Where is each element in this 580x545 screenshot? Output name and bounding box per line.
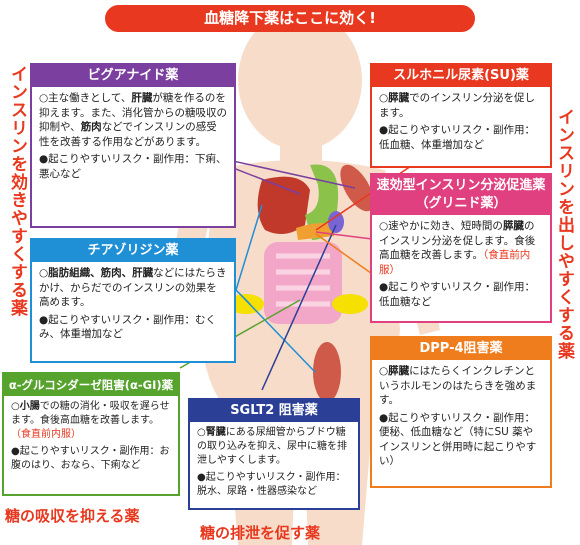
biguanide-risk: ●起こりやすいリスク・副作用：下痢、悪心など bbox=[39, 153, 227, 180]
agi-box: α-グルコシダーゼ阻害(α-GI)薬 ○小腸での糖の消化・吸収を遅らせます。食後… bbox=[2, 372, 180, 496]
bottom-label-absorption: 糖の吸収を抑える薬 bbox=[5, 507, 140, 525]
sglt2-title: SGLT2 阻害薬 bbox=[190, 400, 358, 422]
su-risk: ●起こりやすいリスク・副作用：低血糖、体重増加など bbox=[379, 124, 535, 151]
su-box: スルホニル尿素(SU)薬 ○膵臓でのインスリン分泌を促します。 ●起こりやすいリ… bbox=[370, 63, 552, 168]
side-label-left: インスリンを効きやすくする薬 bbox=[7, 65, 27, 317]
glinide-title: 速効型インスリン分泌促進薬（グリニド薬） bbox=[372, 175, 550, 215]
dpp4-box: DPP-4阻害薬 ○膵臓にはたらくインクレチンというホルモンのはたらきを強めます… bbox=[370, 336, 552, 488]
dpp4-risk: ●起こりやすいリスク・副作用：便秘、低血糖など（特にSU 薬やインスリンと併用時… bbox=[379, 411, 537, 468]
glinide-box: 速効型インスリン分泌促進薬（グリニド薬） ○速やかに効き、短時間の膵臓のインスリ… bbox=[370, 173, 552, 323]
biguanide-title: ビグアナイド薬 bbox=[32, 65, 234, 87]
liver-organ bbox=[257, 176, 310, 234]
agi-description: ○小腸での糖の消化・吸収を遅らせます。食後高血糖を改善します。（食直前内服） bbox=[11, 401, 170, 440]
thiazolidine-risk: ●起こりやすいリスク・副作用：むくみ、体重増加など bbox=[39, 313, 216, 341]
fat-tissue-right bbox=[332, 294, 368, 314]
thiazolidine-box: チアゾリジン薬 ○脂肪組織、筋肉、肝臓などにはたらきかけ、からだでのインスリンの… bbox=[30, 238, 236, 363]
title-banner: 血糖降下薬はここに効く! bbox=[105, 5, 475, 32]
biguanide-description: ○主な働きとして、肝臓が糖を作るのを抑えます。また、消化管からの糖吸収の抑制や、… bbox=[39, 92, 227, 148]
arm-muscle bbox=[340, 164, 374, 212]
glinide-description: ○速やかに効き、短時間の膵臓のインスリン分泌を促します。食後高血糖を改善します。… bbox=[379, 220, 536, 276]
sglt2-box: SGLT2 阻害薬 ○腎臓にある尿細管からブドウ糖の取り込みを抑え、尿中に糖を排… bbox=[188, 398, 360, 510]
thiazolidine-description: ○脂肪組織、筋肉、肝臓などにはたらきかけ、からだでのインスリンの効果を高めます。 bbox=[39, 267, 227, 308]
leg-muscle bbox=[313, 342, 341, 402]
thiazolidine-title: チアゾリジン薬 bbox=[32, 240, 234, 262]
sglt2-description: ○腎臓にある尿細管からブドウ糖の取り込みを抑え、尿中に糖を排泄しやすくします。 bbox=[197, 427, 347, 466]
su-description: ○膵臓でのインスリン分泌を促します。 bbox=[379, 92, 535, 119]
agi-risk: ●起こりやすいリスク・副作用：お腹のはり、おなら、下痢など bbox=[11, 446, 170, 471]
dpp4-description: ○膵臓にはたらくインクレチンというホルモンのはたらきを強めます。 bbox=[379, 365, 537, 406]
biguanide-box: ビグアナイド薬 ○主な働きとして、肝臓が糖を作るのを抑えます。また、消化管からの… bbox=[30, 63, 236, 228]
side-label-right: インスリンを出しやすくする薬 bbox=[554, 108, 574, 360]
kidney-organ bbox=[328, 211, 344, 233]
su-title: スルホニル尿素(SU)薬 bbox=[372, 65, 550, 87]
pancreas-organ bbox=[296, 223, 335, 240]
bottom-label-excretion: 糖の排泄を促す薬 bbox=[200, 524, 321, 542]
sglt2-risk: ●起こりやすいリスク・副作用：脱水、尿路・性器感染など bbox=[197, 472, 346, 497]
glinide-risk: ●起こりやすいリスク・副作用：低血糖など bbox=[379, 281, 535, 308]
agi-title: α-グルコシダーゼ阻害(α-GI)薬 bbox=[4, 374, 178, 396]
dpp4-title: DPP-4阻害薬 bbox=[372, 338, 550, 360]
